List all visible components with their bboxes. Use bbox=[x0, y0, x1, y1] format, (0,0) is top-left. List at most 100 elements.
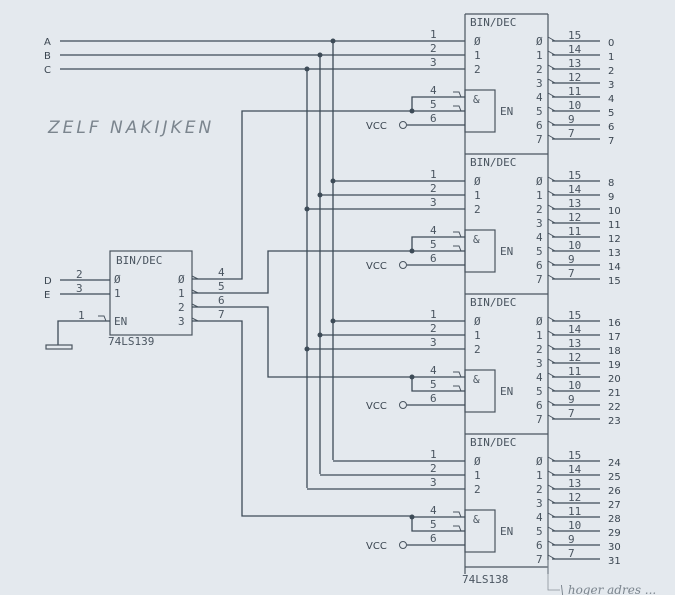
pin-number: 1 bbox=[430, 168, 437, 181]
decoder-138-output-label: 3 bbox=[536, 77, 543, 90]
active-low-indicator-icon bbox=[547, 512, 556, 518]
pin-number: 1 bbox=[430, 28, 437, 41]
decoder-138-output-label: 4 bbox=[536, 231, 543, 244]
pin-number: 12 bbox=[568, 211, 581, 224]
active-low-indicator-icon bbox=[547, 64, 556, 70]
wire-enable-bridge bbox=[411, 377, 465, 392]
decoder-139-in1-label: 1 bbox=[114, 287, 121, 300]
active-low-indicator-icon bbox=[547, 218, 556, 224]
junction bbox=[330, 318, 336, 324]
wire-y3-to-decoder-4 bbox=[192, 320, 412, 517]
pin-number: 3 bbox=[430, 196, 437, 209]
decoder-138-output-label: 2 bbox=[536, 483, 543, 496]
input-label-d: D bbox=[44, 276, 52, 287]
enable-and-gate bbox=[464, 509, 496, 553]
pin-number: 11 bbox=[568, 505, 581, 518]
enable-label: EN bbox=[500, 245, 513, 258]
decoder-74ls139: BIN/DEC Ø 1 EN Ø 1 2 3 74LS139 D E 2 3 1… bbox=[44, 110, 412, 517]
junction bbox=[409, 514, 415, 520]
active-low-indicator-icon bbox=[453, 91, 462, 98]
decoder-139-in0-label: Ø bbox=[114, 273, 121, 286]
wire-y0-to-decoder-1 bbox=[192, 110, 412, 280]
decoder-138-input-label: Ø bbox=[474, 35, 481, 48]
pin-number: 2 bbox=[76, 268, 83, 281]
decoder-138-header: BIN/DEC bbox=[470, 436, 516, 449]
active-low-indicator-icon bbox=[453, 525, 462, 532]
active-low-indicator-icon bbox=[453, 105, 462, 112]
junction bbox=[304, 346, 310, 352]
vcc-terminal-icon bbox=[399, 261, 407, 269]
output-signal-label: 25 bbox=[608, 472, 621, 483]
input-label-e: E bbox=[44, 290, 50, 301]
pin-number: 1 bbox=[430, 448, 437, 461]
pin-number: 4 bbox=[430, 84, 437, 97]
output-signal-label: 16 bbox=[608, 318, 621, 329]
handwritten-bracket bbox=[547, 560, 560, 591]
vcc-terminal-icon bbox=[399, 121, 407, 129]
output-signal-label: 31 bbox=[608, 556, 621, 567]
active-low-indicator-icon bbox=[547, 526, 556, 532]
pin-number: 9 bbox=[568, 393, 575, 406]
junction bbox=[317, 52, 323, 58]
enable-and-gate bbox=[464, 229, 496, 273]
wire-enable-ground bbox=[57, 320, 110, 345]
decoder-138-output-label: 3 bbox=[536, 497, 543, 510]
active-low-indicator-icon bbox=[453, 511, 462, 518]
decoder-138-output-label: 7 bbox=[536, 553, 543, 566]
pin-number: 11 bbox=[568, 85, 581, 98]
active-low-indicator-icon bbox=[547, 400, 556, 406]
decoder-139-out0-label: Ø bbox=[178, 273, 185, 286]
pin-number: 4 bbox=[430, 224, 437, 237]
pin-number: 7 bbox=[568, 127, 575, 140]
pin-number: 10 bbox=[568, 99, 581, 112]
decoder-138-input-label: 2 bbox=[474, 63, 481, 76]
input-label-c: C bbox=[44, 65, 51, 76]
pin-number: 13 bbox=[568, 337, 581, 350]
handwritten-note: ZELF NAKIJKEN bbox=[47, 118, 214, 138]
decoder-138-output-label: Ø bbox=[536, 455, 543, 468]
output-signal-label: 29 bbox=[608, 528, 621, 539]
active-low-indicator-icon bbox=[547, 484, 556, 490]
decoder-138-output-label: 6 bbox=[536, 259, 543, 272]
enable-label: EN bbox=[500, 105, 513, 118]
active-low-indicator-icon bbox=[547, 204, 556, 210]
active-low-indicator-icon bbox=[453, 371, 462, 378]
decoder-138-output-label: 4 bbox=[536, 91, 543, 104]
output-signal-label: 19 bbox=[608, 360, 621, 371]
pin-number: 9 bbox=[568, 253, 575, 266]
active-low-indicator-icon bbox=[453, 385, 462, 392]
active-low-indicator-icon bbox=[547, 106, 556, 112]
pin-number: 13 bbox=[568, 477, 581, 490]
handwritten-bottom-note: \ hoger adres ... bbox=[560, 583, 656, 595]
output-signal-label: 10 bbox=[608, 206, 621, 217]
junction bbox=[317, 332, 323, 338]
junction bbox=[409, 108, 415, 114]
vcc-label: VCC bbox=[366, 121, 387, 132]
enable-label: EN bbox=[500, 525, 513, 538]
vcc-label: VCC bbox=[366, 541, 387, 552]
input-label-b: B bbox=[44, 51, 51, 62]
pin-number: 15 bbox=[568, 29, 581, 42]
output-signal-label: 6 bbox=[608, 122, 614, 133]
active-low-indicator-icon bbox=[547, 190, 556, 196]
pin-number: 3 bbox=[76, 282, 83, 295]
pin-number: 10 bbox=[568, 239, 581, 252]
pin-number: 11 bbox=[568, 365, 581, 378]
pin-number: 6 bbox=[430, 252, 437, 265]
decoder-139-out2-label: 2 bbox=[178, 301, 185, 314]
decoder-138-input-label: 1 bbox=[474, 469, 481, 482]
decoder-138-output-label: 1 bbox=[536, 469, 543, 482]
decoder-139-en-label: EN bbox=[114, 315, 127, 328]
decoder-138-output-label: 1 bbox=[536, 49, 543, 62]
output-signal-label: 24 bbox=[608, 458, 621, 469]
vcc-terminal-icon bbox=[399, 401, 407, 409]
decoder-138-header: BIN/DEC bbox=[470, 16, 516, 29]
decoder-138-output-label: 7 bbox=[536, 273, 543, 286]
active-low-indicator-icon bbox=[547, 78, 556, 84]
pin-number: 6 bbox=[430, 392, 437, 405]
decoder-138-output-label: 6 bbox=[536, 399, 543, 412]
decoder-138-output-label: Ø bbox=[536, 315, 543, 328]
junction bbox=[409, 248, 415, 254]
active-low-indicator-icon bbox=[547, 274, 556, 280]
decoder-138-input-label: 2 bbox=[474, 203, 481, 216]
